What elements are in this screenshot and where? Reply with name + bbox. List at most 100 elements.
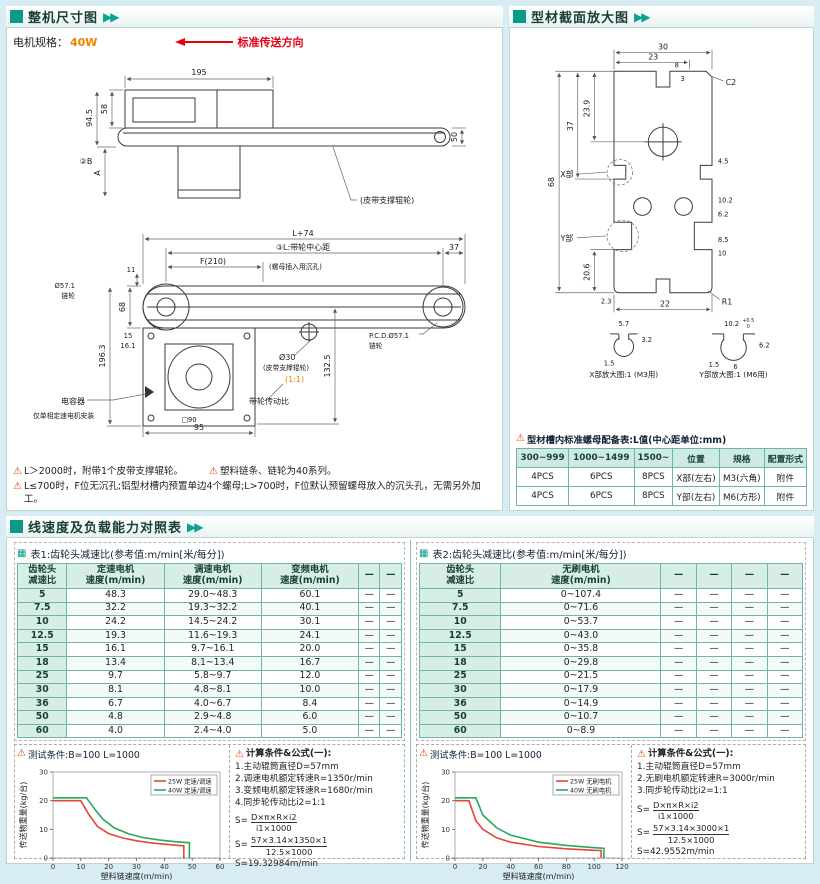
- warning-icon: ⚠: [208, 465, 218, 477]
- warning-icon: ⚠: [17, 748, 26, 760]
- table-cell: 6.0: [260, 710, 360, 725]
- table-cell: 60: [16, 723, 68, 739]
- warning-icon: ⚠: [235, 748, 244, 760]
- dim-label: 6: [733, 363, 737, 371]
- dim-label: 68: [118, 302, 127, 312]
- profile-section-body: 30 23 8 3 C2 23.9 37 68 X部 Y部 4.5 10.2 6…: [509, 27, 814, 511]
- y-tick-label: 10: [441, 826, 450, 834]
- table-grid-icon: ▦: [17, 547, 27, 559]
- table-cell: 18: [16, 655, 68, 671]
- formula-prefix: S=: [637, 804, 650, 815]
- table-cell: 9.7: [66, 669, 165, 685]
- calc-item: 2.调速电机额定转速R=1350r/min: [235, 773, 373, 784]
- dim-label: 8: [675, 61, 679, 69]
- table-cell: —: [357, 710, 381, 725]
- legend-label: 25W 无刷电机: [570, 777, 612, 786]
- table-cell: —: [357, 669, 381, 685]
- table-cell: —: [766, 696, 804, 712]
- table-cell: 18: [418, 655, 502, 671]
- table-cell: 0~35.8: [500, 642, 662, 657]
- table-cell: 40.1: [260, 601, 360, 617]
- side-view-drawing: 195 58 94.5 ②B A 50 (皮带支撑辊轮): [80, 68, 466, 205]
- column-header: 无刷电机速度(m/min): [500, 563, 662, 589]
- note-text: 塑料链条、链轮为40系列。: [219, 465, 337, 477]
- series-line: [53, 797, 191, 859]
- column-header: 定速电机速度(m/min): [66, 563, 165, 589]
- y-slot-detail: 10.2 +0.5 0 6.2 1.5 6 Y部放大图:1 (M6用): [698, 318, 769, 379]
- header-row: 齿轮头减速比定速电机速度(m/min)调速电机速度(m/min)变频电机速度(m…: [16, 563, 402, 589]
- dim-label: 16.1: [120, 342, 135, 350]
- test-conditions: ⚠ 测试条件:B=100 L=1000: [419, 747, 631, 761]
- test-conditions: ⚠ 测试条件:B=100 L=1000: [17, 747, 229, 761]
- table-cell: —: [695, 683, 733, 698]
- x-tick-label: 80: [562, 863, 571, 871]
- table-cell: —: [731, 655, 768, 671]
- legend-box: [150, 775, 218, 796]
- test-conditions-text: 测试条件:B=100 L=1000: [429, 750, 542, 762]
- table-cell: —: [660, 615, 697, 630]
- warning-icon: ⚠: [516, 433, 525, 444]
- overall-dimensions-panel: 整机尺寸图 ▶▶ 电机规格： 40W 标准传送方向: [6, 6, 503, 511]
- table-cell: —: [731, 601, 768, 617]
- formula-denominator: i1×1000: [652, 810, 699, 821]
- dim-label: ③L:带轮中心距: [276, 242, 330, 252]
- table-cell: 8PCS: [633, 486, 674, 506]
- x-tick-label: 20: [478, 863, 487, 871]
- x-slot-detail: 5.7 3.2 1.5 X部放大图:1 (M3用): [589, 320, 658, 379]
- capacitor-note: 仅单相定速电机安装: [33, 411, 94, 420]
- capacitor-label: 电容器: [61, 396, 85, 406]
- table-cell: —: [379, 601, 402, 617]
- nut-table-title-text: 型材槽内标准螺母配备表:L值(中心距单位:mm): [526, 435, 727, 446]
- section-title: 整机尺寸图: [28, 11, 99, 26]
- column-header: 齿轮头减速比: [418, 563, 502, 589]
- table-cell: 7.5: [418, 601, 502, 617]
- tolerance-label: 0: [747, 324, 750, 330]
- calc-title-text: 计算条件&公式(一):: [647, 748, 734, 760]
- x-detail-marker: [606, 159, 634, 186]
- geared-motor-half: ▦ 表1:齿轮头减速比(参考值:m/min[米/每分]) 齿轮头减速比定速电机速…: [9, 540, 410, 881]
- overall-dimensions-body: 电机规格： 40W 标准传送方向: [6, 27, 503, 511]
- section-header: 整机尺寸图 ▶▶: [6, 6, 503, 27]
- test-conditions-text: 测试条件:B=100 L=1000: [27, 750, 140, 762]
- table-cell: 9.7~16.1: [163, 642, 262, 657]
- table-cell: 0~21.5: [500, 669, 662, 685]
- x-tick-label: 0: [51, 863, 55, 871]
- table-cell: —: [695, 723, 733, 739]
- table-cell: —: [357, 696, 381, 712]
- table-cell: 8.1: [66, 683, 165, 698]
- warning-icon: ⚠: [13, 481, 22, 493]
- warning-icon: ⚠: [13, 465, 22, 477]
- formula-numerator: 57×3.14×3000×1: [652, 823, 730, 834]
- formula-denominator: 12.5×1000: [250, 845, 328, 857]
- table-cell: 25: [16, 669, 68, 685]
- table-cell: 24.2: [66, 615, 165, 630]
- legend-label: 25W 定速/调速: [168, 777, 212, 786]
- table-cell: —: [731, 615, 768, 630]
- table-cell: —: [357, 655, 381, 671]
- table-cell: —: [766, 669, 804, 685]
- dim-label: 196.3: [98, 345, 107, 368]
- calc1-col: ⚠ 计算条件&公式(一): 1.主动辊筒直径D=57mm 2.调速电机额定转速R…: [229, 745, 404, 869]
- section-title: 线速度及负载能力对照表: [28, 521, 183, 536]
- table-cell: —: [695, 615, 733, 630]
- dim-label: 68: [547, 177, 556, 187]
- table-cell: 0~43.0: [500, 628, 662, 644]
- dim-label: 195: [191, 68, 206, 77]
- table-cell: —: [731, 696, 768, 712]
- x-tick-label: 120: [615, 863, 628, 871]
- dim-label: 8.5: [718, 236, 729, 244]
